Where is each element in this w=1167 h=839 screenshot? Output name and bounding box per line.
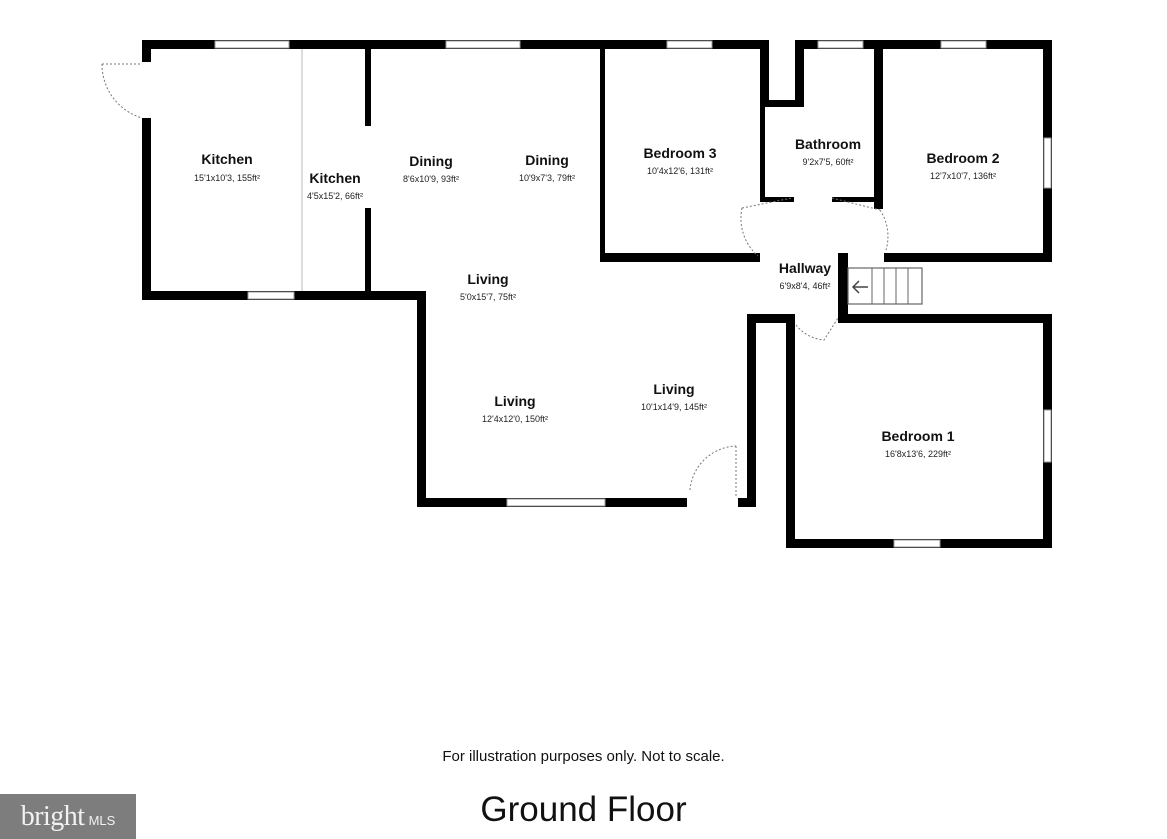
- logo-suffix: MLS: [88, 813, 116, 828]
- disclaimer-note: For illustration purposes only. Not to s…: [442, 748, 725, 765]
- room-name-bedroom-1: Bedroom 1: [881, 428, 954, 444]
- room-dims-kitchen-2: 4'5x15'2, 66ft²: [307, 191, 363, 201]
- room-dims-dining-1: 8'6x10'9, 93ft²: [403, 174, 459, 184]
- room-name-living-3: Living: [653, 381, 694, 397]
- room-name-kitchen-2: Kitchen: [309, 170, 360, 186]
- room-dims-hallway: 6'9x8'4, 46ft²: [780, 281, 831, 291]
- room-name-dining-2: Dining: [525, 152, 569, 168]
- room-name-dining-1: Dining: [409, 153, 453, 169]
- arrow-left-icon: [851, 280, 868, 294]
- room-dims-living-2: 12'4x12'0, 150ft²: [482, 414, 548, 424]
- room-dims-bathroom: 9'2x7'5, 60ft²: [803, 157, 854, 167]
- room-dims-bedroom-3: 10'4x12'6, 131ft²: [647, 166, 713, 176]
- doors: [101, 63, 889, 498]
- room-dims-living-3: 10'1x14'9, 145ft²: [641, 402, 707, 412]
- room-dims-living-1: 5'0x15'7, 75ft²: [460, 292, 516, 302]
- logo-word: bright: [20, 800, 85, 832]
- room-dims-kitchen-1: 15'1x10'3, 155ft²: [194, 173, 260, 183]
- room-name-living-2: Living: [494, 393, 535, 409]
- room-name-hallway: Hallway: [779, 260, 831, 276]
- stairs-icon: [847, 267, 923, 305]
- room-name-bedroom-2: Bedroom 2: [926, 150, 999, 166]
- floor-title: Ground Floor: [480, 790, 687, 829]
- room-name-living-1: Living: [467, 271, 508, 287]
- room-name-bedroom-3: Bedroom 3: [643, 145, 716, 161]
- room-labels: Kitchen 15'1x10'3, 155ft² Kitchen 4'5x15…: [194, 136, 1000, 459]
- room-dims-dining-2: 10'9x7'3, 79ft²: [519, 173, 575, 183]
- brand-logo: bright MLS: [0, 794, 136, 839]
- room-name-kitchen-1: Kitchen: [201, 151, 252, 167]
- windows: [214, 40, 1052, 548]
- room-name-bathroom: Bathroom: [795, 136, 861, 152]
- room-dims-bedroom-2: 12'7x10'7, 136ft²: [930, 171, 996, 181]
- room-dims-bedroom-1: 16'8x13'6, 229ft²: [885, 449, 951, 459]
